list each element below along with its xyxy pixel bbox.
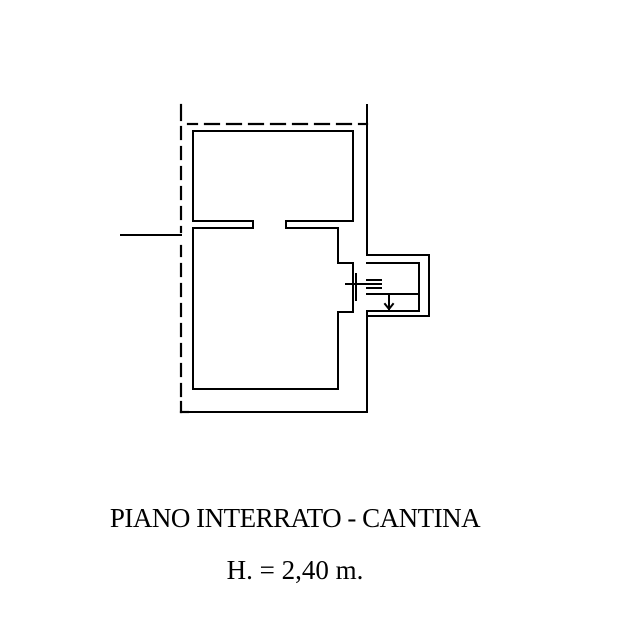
- outer-wall-solid: [187, 104, 368, 413]
- upper-room-walls: [192, 130, 354, 229]
- plan-title: PIANO INTERRATO - CANTINA: [109, 503, 481, 533]
- ceiling-height-label: H. = 2,40 m.: [226, 555, 364, 585]
- outer-perimeter-dashed: [179, 103, 369, 414]
- floor-plan-drawing: [120, 103, 430, 414]
- lower-room-walls: [192, 227, 354, 390]
- stair-arrow-icon: [383, 295, 395, 311]
